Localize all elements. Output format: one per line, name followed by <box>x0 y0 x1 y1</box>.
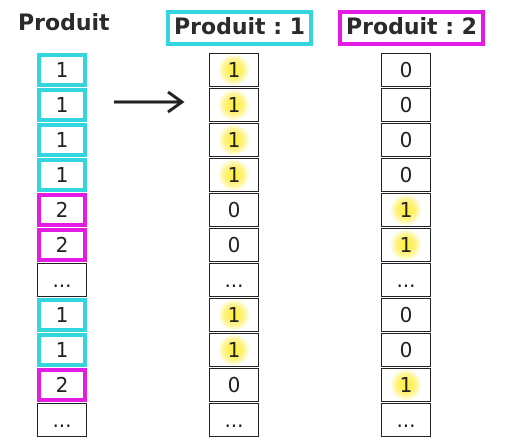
product-1-cell: 1 <box>209 88 259 122</box>
product-1-cell: 1 <box>209 123 259 157</box>
product-2-cell: 1 <box>381 228 431 262</box>
product-2-cell: 1 <box>381 368 431 402</box>
source-cell: ... <box>37 263 87 297</box>
product-2-cell-value: ... <box>396 268 416 292</box>
product-1-cell-value: 1 <box>227 163 241 187</box>
product-2-cell-value: 0 <box>399 163 413 187</box>
product-2-cell-value: ... <box>396 408 416 432</box>
product-2-cell-value: 0 <box>399 58 413 82</box>
source-cell: 1 <box>37 333 87 367</box>
product-2-column-title: Produit : 2 <box>338 10 485 46</box>
source-cell-value: ... <box>52 408 72 432</box>
source-column: 1 1 1 1 2 2... 1 1 2... <box>37 53 87 438</box>
product-2-cell-value: 0 <box>399 128 413 152</box>
product-1-cell: 0 <box>209 228 259 262</box>
product-2-cell: ... <box>381 263 431 297</box>
product-1-cell: ... <box>209 403 259 437</box>
right-arrow-icon <box>114 90 185 114</box>
source-cell: 1 <box>37 298 87 332</box>
product-1-column-title: Produit : 1 <box>166 10 313 46</box>
source-cell-value: 1 <box>55 58 69 82</box>
product-2-cell-value: 1 <box>399 233 413 257</box>
product-2-cell: 1 <box>381 193 431 227</box>
product-2-cell-value: 0 <box>399 303 413 327</box>
product-1-cell: 1 <box>209 333 259 367</box>
product-1-cell-value: 0 <box>227 198 241 222</box>
product-1-cell: 0 <box>209 193 259 227</box>
source-cell-value: 1 <box>55 303 69 327</box>
source-cell: 1 <box>37 53 87 87</box>
product-1-cell: 1 <box>209 158 259 192</box>
source-cell: 1 <box>37 88 87 122</box>
source-cell: 2 <box>37 368 87 402</box>
source-cell-value: 1 <box>55 163 69 187</box>
product-2-cell-value: 1 <box>399 373 413 397</box>
product-2-cell: 0 <box>381 53 431 87</box>
product-1-column: 1 1 1 1 0 0... 1 1 0... <box>209 53 259 438</box>
source-column-title: Produit <box>18 11 110 36</box>
source-cell: 1 <box>37 123 87 157</box>
product-1-cell: 1 <box>209 298 259 332</box>
source-cell-value: 2 <box>55 233 69 257</box>
source-cell-value: 1 <box>55 93 69 117</box>
product-1-cell-value: 1 <box>227 58 241 82</box>
source-cell: 2 <box>37 193 87 227</box>
product-2-cell: 0 <box>381 88 431 122</box>
product-1-cell-value: 1 <box>227 128 241 152</box>
product-1-cell-value: ... <box>224 268 244 292</box>
product-2-cell: ... <box>381 403 431 437</box>
product-2-column: 0 0 0 0 1 1... 0 0 1... <box>381 53 431 438</box>
product-2-cell: 0 <box>381 158 431 192</box>
source-cell-value: 1 <box>55 338 69 362</box>
source-cell: 1 <box>37 158 87 192</box>
product-2-cell-value: 1 <box>399 198 413 222</box>
product-1-cell: 1 <box>209 53 259 87</box>
product-2-cell-value: 0 <box>399 93 413 117</box>
product-1-cell-value: 1 <box>227 93 241 117</box>
product-2-cell: 0 <box>381 298 431 332</box>
product-2-cell: 0 <box>381 123 431 157</box>
product-1-cell-value: 0 <box>227 373 241 397</box>
source-cell: ... <box>37 403 87 437</box>
product-1-cell-value: 1 <box>227 338 241 362</box>
product-1-cell: ... <box>209 263 259 297</box>
product-1-cell-value: 1 <box>227 303 241 327</box>
product-1-cell: 0 <box>209 368 259 402</box>
product-1-cell-value: 0 <box>227 233 241 257</box>
source-cell-value: 1 <box>55 128 69 152</box>
source-cell-value: 2 <box>55 373 69 397</box>
product-2-cell: 0 <box>381 333 431 367</box>
product-2-cell-value: 0 <box>399 338 413 362</box>
source-cell: 2 <box>37 228 87 262</box>
source-cell-value: 2 <box>55 198 69 222</box>
source-cell-value: ... <box>52 268 72 292</box>
product-1-cell-value: ... <box>224 408 244 432</box>
